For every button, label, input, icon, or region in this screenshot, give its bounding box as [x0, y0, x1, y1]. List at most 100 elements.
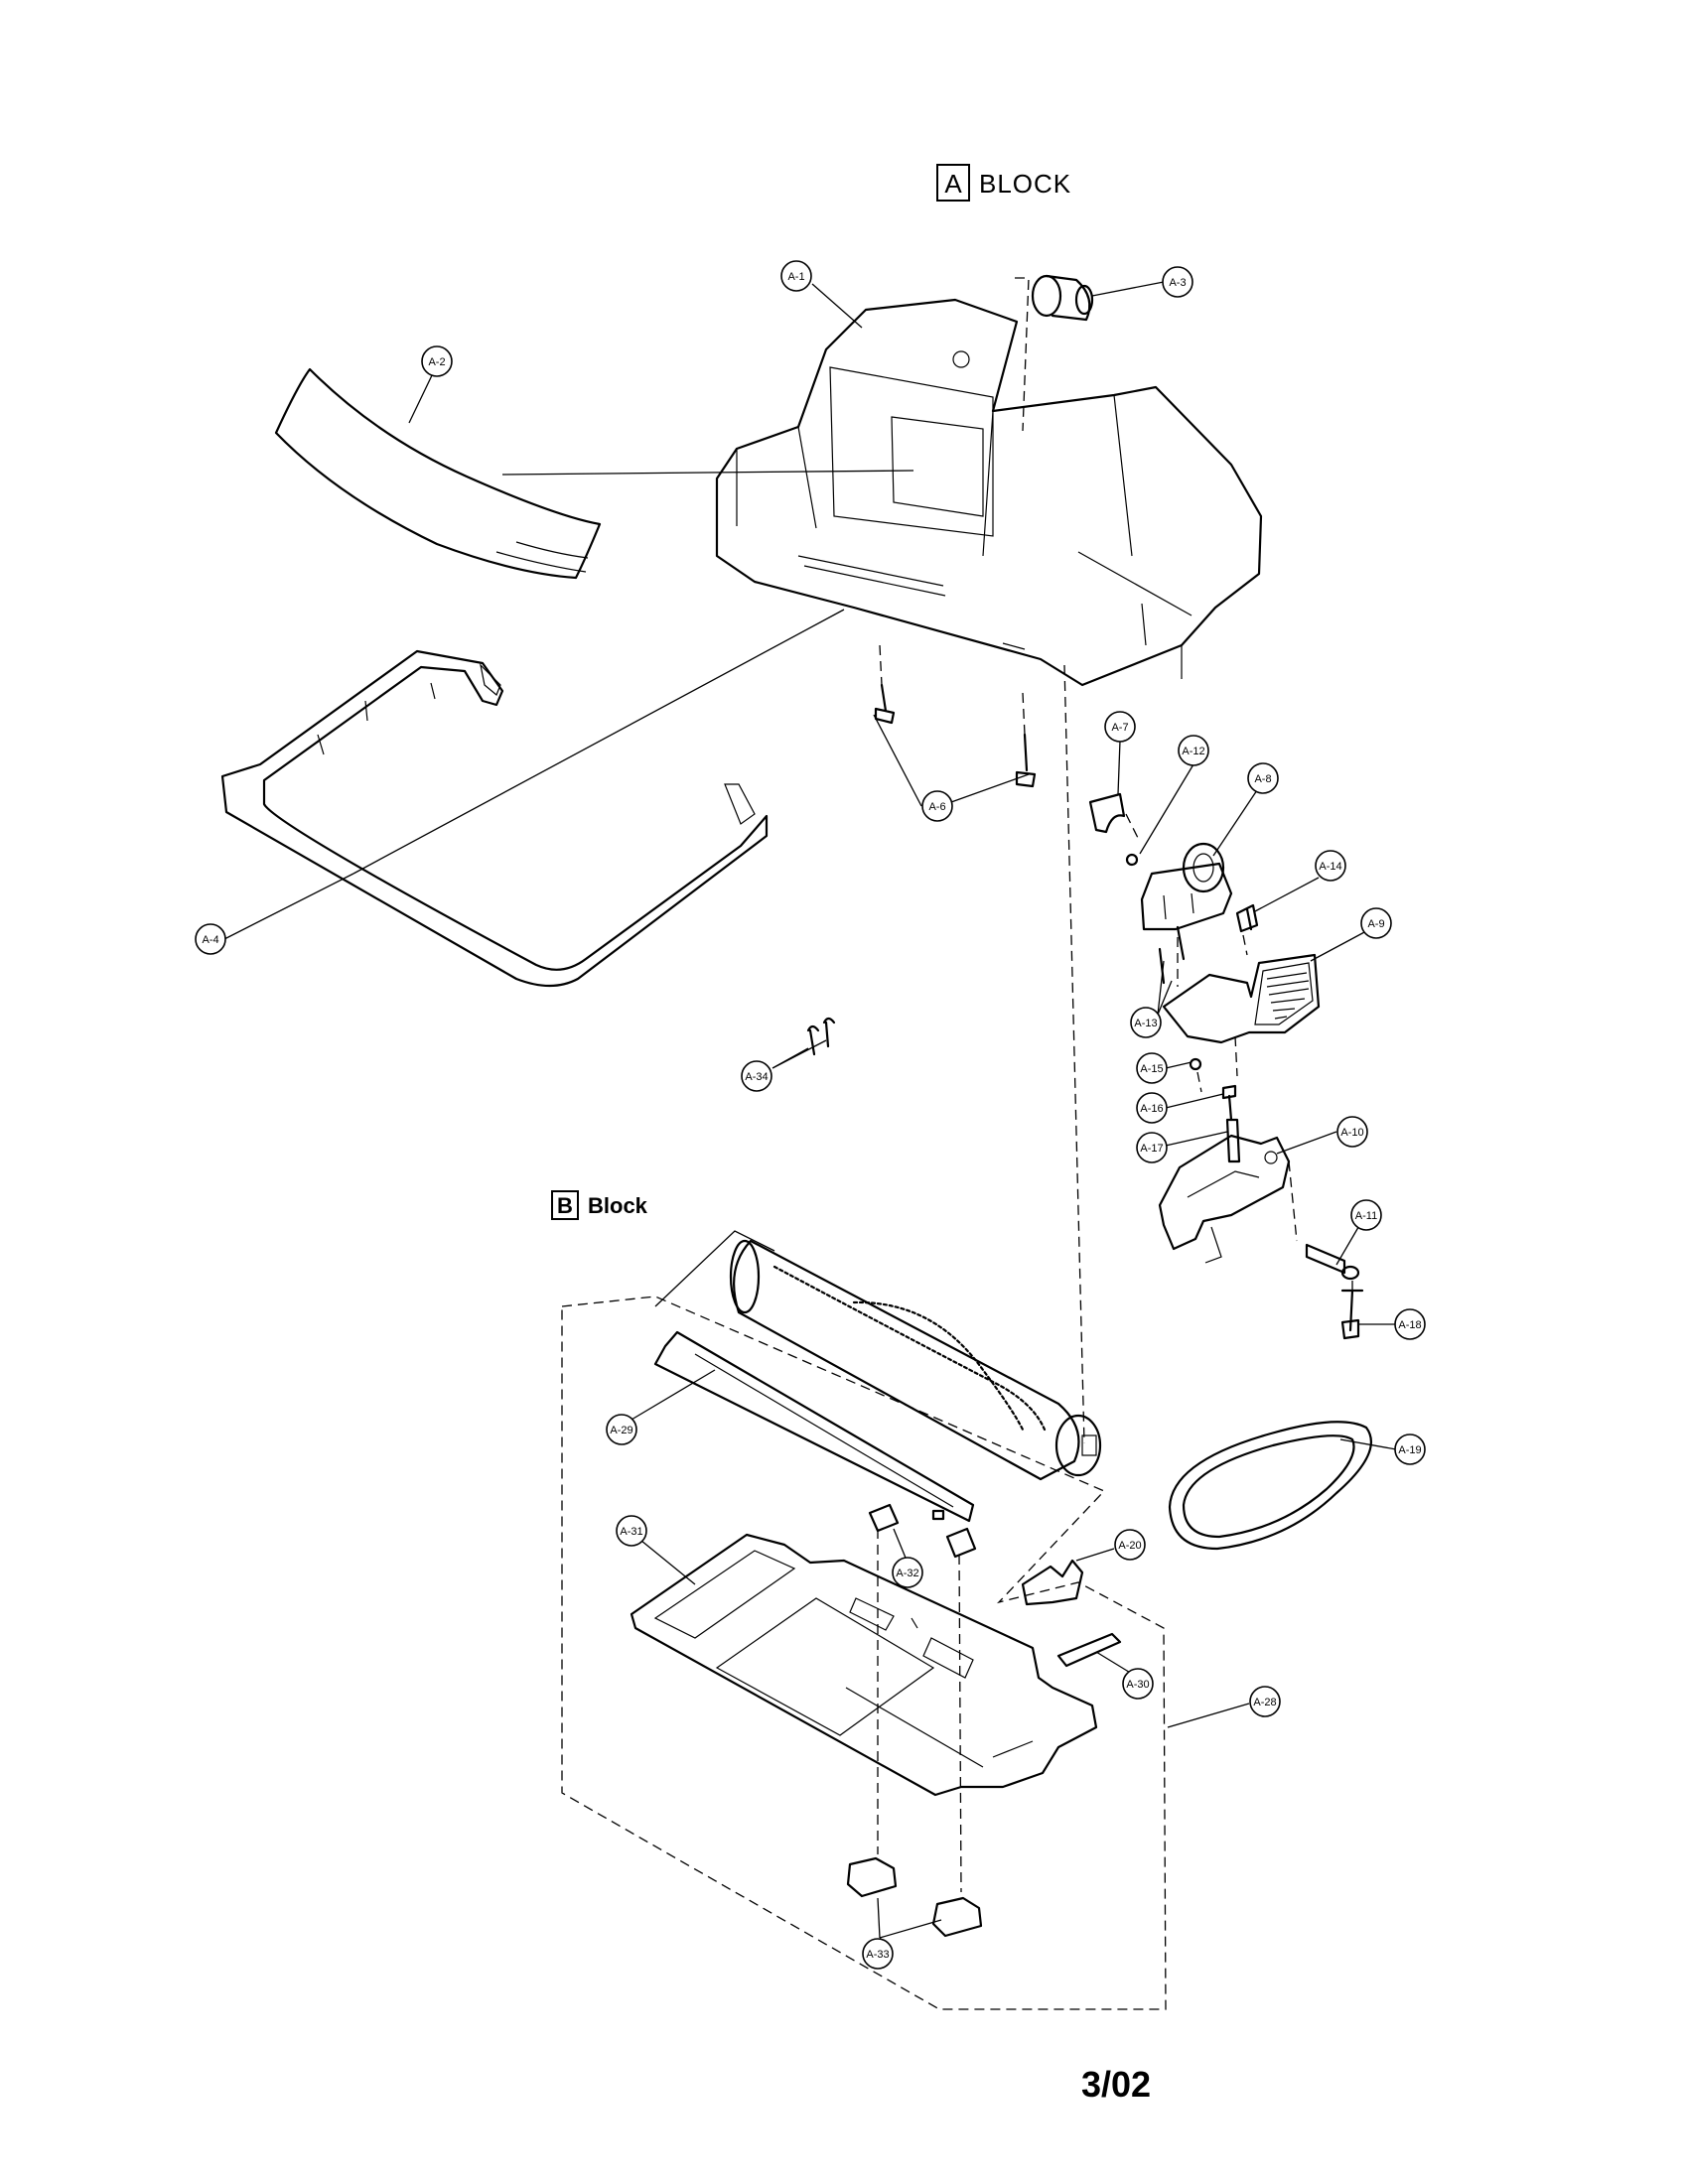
callout-text: A-13 [1134, 1018, 1157, 1029]
callout-bubble [1114, 1529, 1146, 1561]
block-b-letter: B [557, 1193, 573, 1218]
callout-bubble [1336, 1116, 1368, 1148]
callout-text: A-14 [1319, 861, 1341, 873]
callout-a-17: A-17 [1136, 1132, 1168, 1163]
block-a-word: BLOCK [979, 169, 1071, 199]
block-b-letter-box [551, 1190, 579, 1220]
callout-a-32: A-32 [892, 1557, 923, 1588]
callout-a-15: A-15 [1136, 1052, 1168, 1084]
callout-bubble [1130, 1007, 1162, 1038]
callout-text: A-29 [610, 1425, 632, 1436]
part-pins-a34 [806, 1017, 836, 1056]
callout-bubble [1162, 266, 1193, 298]
callout-text: A-30 [1126, 1679, 1149, 1691]
callout-text: A-3 [1169, 277, 1186, 289]
callout-a-34: A-34 [741, 1060, 772, 1092]
block-a-heading: A BLOCK [936, 164, 1071, 202]
part-pedal-a9 [1162, 953, 1321, 1044]
callout-labels: A-1A-2 A-3A-4 A-6 A-7A-8A-9A-10A-11 A-12A-13… [195, 260, 1426, 1970]
page-code: 3/02 [1081, 2064, 1151, 2105]
block-b-word: Block [588, 1193, 648, 1218]
part-clip-a7 [1088, 792, 1126, 834]
part-drive-belt-a19 [1168, 1421, 1372, 1551]
callout-text: A-16 [1140, 1103, 1163, 1115]
callout-a-33: A-33 [862, 1938, 894, 1970]
callout-text: A-33 [866, 1949, 889, 1961]
part-screw-a16 [1221, 1084, 1237, 1122]
part-ball-a15 [1189, 1057, 1202, 1071]
callout-a-9: A-9 [1360, 907, 1392, 939]
part-screws-a6 [874, 683, 1037, 788]
callout-text: A-12 [1182, 746, 1204, 757]
part-base-plate-a31 [630, 1533, 1098, 1797]
callout-text: A-19 [1398, 1444, 1421, 1456]
callout-text: A-7 [1111, 722, 1128, 734]
part-screw-a18 [1340, 1289, 1364, 1340]
callout-a-4: A-4 [195, 923, 226, 955]
callout-text: A-6 [928, 801, 945, 813]
callout-a-19: A-19 [1394, 1433, 1426, 1465]
leader-lines [223, 281, 1397, 1939]
callout-bubble [195, 923, 226, 955]
part-ball-a12 [1125, 853, 1139, 867]
callout-a-8: A-8 [1247, 762, 1279, 794]
callout-text: A-4 [202, 934, 218, 946]
callout-bubble [780, 260, 812, 292]
callout-a-18: A-18 [1394, 1308, 1426, 1340]
block-a-letter-box [936, 164, 970, 202]
callout-text: A-28 [1253, 1697, 1276, 1708]
callout-a-29: A-29 [606, 1414, 637, 1445]
callout-bubble [1394, 1308, 1426, 1340]
callout-a-10: A-10 [1336, 1116, 1368, 1148]
callout-a-12: A-12 [1178, 735, 1209, 766]
part-axle-a11 [1305, 1243, 1360, 1281]
part-pin-a17 [1225, 1118, 1241, 1163]
callout-text: A-15 [1140, 1063, 1163, 1075]
callout-bubble [1394, 1433, 1426, 1465]
callout-text: A-8 [1254, 773, 1271, 785]
callout-bubble [421, 345, 453, 377]
callout-bubble [1136, 1092, 1168, 1124]
callout-a-31: A-31 [616, 1515, 647, 1547]
alignment-lines [877, 277, 1353, 1893]
callout-text: A-31 [620, 1526, 642, 1538]
callout-bubble [1360, 907, 1392, 939]
callout-text: A-1 [787, 271, 804, 283]
callout-text: A-34 [745, 1071, 768, 1083]
callout-a-16: A-16 [1136, 1092, 1168, 1124]
part-latches-a32 [868, 1503, 977, 1559]
callout-text: A-18 [1398, 1319, 1421, 1331]
part-spring-a14 [1235, 903, 1259, 933]
callout-a-2: A-2 [421, 345, 453, 377]
callout-a-1: A-1 [780, 260, 812, 292]
callout-text: A-32 [896, 1568, 918, 1579]
callout-bubble [741, 1060, 772, 1092]
callout-bubble [1315, 850, 1346, 882]
callout-bubble [1104, 711, 1136, 743]
part-bracket-a8 [1140, 842, 1233, 931]
callout-text: A-10 [1340, 1127, 1363, 1139]
part-bottom-strip-a29 [653, 1330, 975, 1523]
callout-a-7: A-7 [1104, 711, 1136, 743]
part-front-trim [274, 367, 602, 580]
part-lever-a10 [1158, 1134, 1291, 1264]
callout-bubble [1178, 735, 1209, 766]
part-brush-roll [729, 1239, 1102, 1481]
callout-bubble [616, 1515, 647, 1547]
callout-bubble [1249, 1686, 1281, 1717]
callout-text: A-17 [1140, 1143, 1163, 1155]
callout-bubble [1136, 1052, 1168, 1084]
block-b-heading: B Block [551, 1190, 648, 1220]
part-pivot-knob [1031, 274, 1094, 322]
callout-bubble [1122, 1668, 1154, 1700]
callout-a-30: A-30 [1122, 1668, 1154, 1700]
part-upper-housing [715, 298, 1263, 687]
callout-a-11: A-11 [1350, 1199, 1382, 1231]
callout-bubble [606, 1414, 637, 1445]
callout-bubble [862, 1938, 894, 1970]
callout-text: A-11 [1355, 1210, 1377, 1222]
callout-a-13: A-13 [1130, 1007, 1162, 1038]
callout-a-6: A-6 [921, 790, 953, 822]
callout-text: A-9 [1367, 918, 1384, 930]
